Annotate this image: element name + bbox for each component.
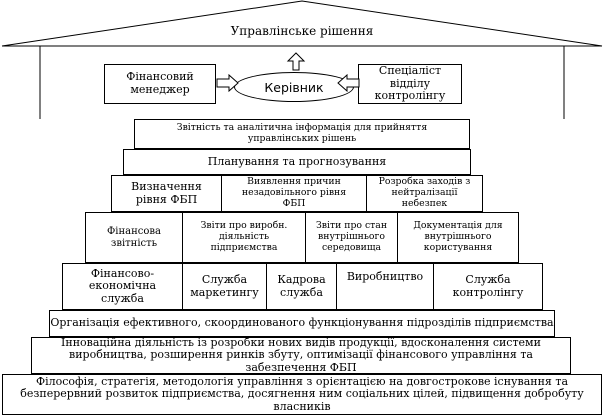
info-box-financial-reports: Фінансова звітність [85, 212, 183, 263]
service-hr: Кадрова служба [266, 263, 337, 310]
innovation-tier: Інноваційна діяльність із розробки нових… [31, 337, 571, 374]
philosophy-tier: Філософія, стратегія, методологія управл… [2, 374, 602, 415]
analysis-box-causes: Виявлення причин незадовільного рівня ФБ… [221, 175, 367, 212]
up-arrow-icon [286, 52, 306, 71]
service-finance-economics: Фінансово-економічна служба [62, 263, 183, 310]
service-production: Виробництво [336, 263, 434, 310]
arrow-left-icon [337, 74, 360, 92]
organization-tier: Організація ефективного, скоординованого… [49, 310, 555, 337]
director-ellipse: Керівник [234, 72, 354, 102]
roof-title: Управлінське рішення [230, 24, 374, 38]
arrow-right-icon [216, 74, 239, 92]
financial-manager-box: Фінансовий менеджер [104, 64, 216, 104]
analysis-box-level: Визначення рівня ФБП [111, 175, 222, 212]
analysis-box-measures: Розробка заходів з нейтралізації небезпе… [366, 175, 483, 212]
service-controlling: Служба контролінгу [433, 263, 543, 310]
reports-tier: Звітність та аналітична інформація для п… [134, 119, 470, 149]
planning-tier: Планування та прогнозування [123, 149, 471, 175]
controlling-specialist-box: Спеціаліст відділу контролінгу [358, 64, 462, 104]
info-box-internal-environment: Звіти про стан внутрішнього середовища [305, 212, 398, 263]
service-marketing: Служба маркетингу [182, 263, 267, 310]
info-box-production-reports: Звіти про виробн. діяльність підприємств… [182, 212, 306, 263]
info-box-internal-documentation: Документація для внутрішнього користуван… [397, 212, 519, 263]
